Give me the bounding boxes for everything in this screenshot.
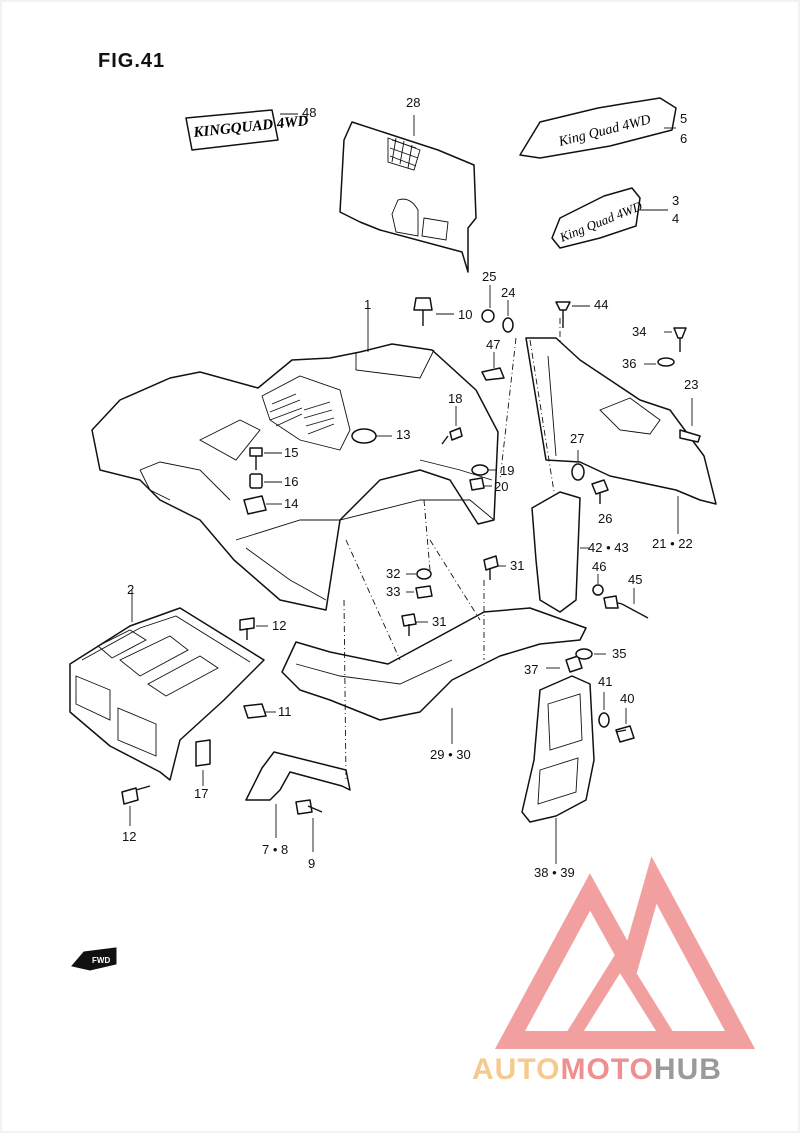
fasteners	[121, 285, 701, 852]
callout-18: 18	[448, 391, 463, 406]
callout-16: 16	[284, 474, 299, 489]
callout-17: 17	[194, 786, 209, 801]
part-28-panel	[339, 115, 477, 273]
part-2-footrest	[69, 590, 265, 781]
callout-37: 37	[524, 662, 539, 677]
callout-34: 34	[632, 324, 647, 339]
callout-12b: 12	[122, 829, 137, 844]
part-7-8-stay	[245, 751, 351, 838]
callout-45: 45	[628, 572, 643, 587]
callout-31a: 31	[510, 558, 525, 573]
callout-35: 35	[612, 646, 627, 661]
fwd-text: FWD	[92, 956, 110, 965]
callout-27: 27	[570, 431, 585, 446]
decal-3-4: King Quad 4WD	[551, 187, 668, 249]
fwd-arrow: FWD	[71, 947, 117, 971]
callout-15: 15	[284, 445, 299, 460]
part-38-39-guard	[521, 675, 595, 864]
callout-5: 5	[680, 111, 688, 126]
callout-3: 3	[672, 193, 680, 208]
callout-10: 10	[458, 307, 473, 322]
part-1-front-fender	[91, 303, 499, 611]
callout-1: 1	[364, 297, 372, 312]
callout-42-43: 42 • 43	[588, 540, 629, 555]
callout-31b: 31	[432, 614, 447, 629]
callout-2: 2	[127, 582, 135, 597]
callout-38-39: 38 • 39	[534, 865, 575, 880]
watermark-part3: HUB	[653, 1053, 722, 1086]
watermark-part1: AUTO	[472, 1053, 561, 1086]
callout-7-8: 7 • 8	[262, 842, 289, 857]
callout-25: 25	[482, 269, 497, 284]
callout-14: 14	[284, 496, 299, 511]
callout-28: 28	[406, 95, 421, 110]
callout-29-30: 29 • 30	[430, 747, 471, 762]
callout-44: 44	[594, 297, 609, 312]
part-29-30-bracket	[281, 607, 587, 744]
callout-48: 48	[302, 105, 317, 120]
callout-19: 19	[500, 463, 515, 478]
callout-9: 9	[308, 856, 316, 871]
callout-12a: 12	[272, 618, 287, 633]
callout-40: 40	[620, 691, 635, 706]
part-42-43-mudflap	[531, 491, 590, 613]
callout-20: 20	[494, 479, 509, 494]
callout-32: 32	[386, 566, 401, 581]
watermark-text: AUTOMOTOHUB	[472, 1053, 722, 1087]
callout-26: 26	[598, 511, 613, 526]
figure-title: FIG.41	[98, 50, 166, 72]
watermark-logo-icon	[494, 856, 756, 1049]
callout-13: 13	[396, 427, 411, 442]
callout-21-22: 21 • 22	[652, 536, 693, 551]
callout-33: 33	[386, 584, 401, 599]
callout-24: 24	[501, 285, 516, 300]
part-21-22-inner-fender	[525, 337, 717, 534]
alignment-lines	[343, 318, 561, 781]
callout-4: 4	[672, 211, 680, 226]
decal-48: KINGQUAD 4WD	[185, 109, 309, 151]
callout-36: 36	[622, 356, 637, 371]
callout-6: 6	[680, 131, 688, 146]
callout-46: 46	[592, 559, 607, 574]
watermark-part2: MOTO	[560, 1053, 654, 1086]
callout-41: 41	[598, 674, 613, 689]
callout-23: 23	[684, 377, 699, 392]
callout-11: 11	[278, 704, 292, 719]
decal-5-6: King Quad 4WD	[519, 97, 677, 159]
callout-47: 47	[486, 337, 501, 352]
